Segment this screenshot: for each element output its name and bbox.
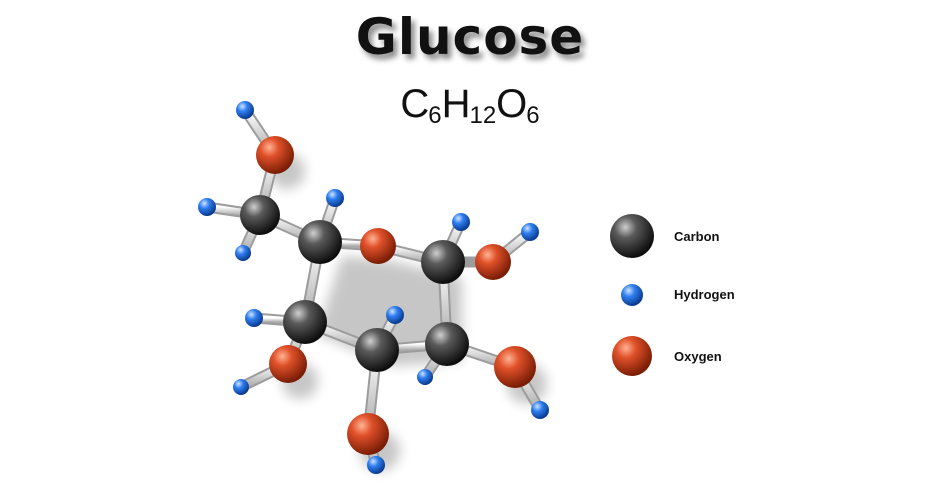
hydrogen-atom bbox=[531, 401, 549, 419]
hydrogen-atom bbox=[521, 223, 539, 241]
formula-element-o: O bbox=[496, 82, 527, 126]
oxygen-atom bbox=[475, 244, 511, 280]
hydrogen-atom bbox=[198, 198, 216, 216]
formula-subscript-c: 6 bbox=[428, 102, 442, 129]
oxygen-atom bbox=[494, 346, 536, 388]
formula-subscript-o: 6 bbox=[526, 102, 540, 129]
legend-oxygen-swatch bbox=[612, 336, 652, 376]
legend-label-oxygen: Oxygen bbox=[674, 349, 722, 364]
molecule-title: Glucose bbox=[355, 8, 585, 66]
legend-carbon-swatch bbox=[610, 214, 654, 258]
hydrogen-atom bbox=[367, 456, 385, 474]
legend-label-carbon: Carbon bbox=[674, 229, 720, 244]
carbon-atom bbox=[421, 240, 465, 284]
hydrogen-atom bbox=[417, 369, 433, 385]
carbon-atom bbox=[425, 322, 469, 366]
atoms bbox=[198, 101, 549, 474]
oxygen-atom bbox=[360, 228, 396, 264]
legend-hydrogen-swatch bbox=[621, 284, 643, 306]
formula-element-h: H bbox=[441, 82, 471, 126]
hydrogen-atom bbox=[245, 309, 263, 327]
legend bbox=[610, 214, 654, 376]
hydrogen-atom bbox=[386, 306, 404, 324]
oxygen-atom bbox=[347, 413, 389, 455]
legend-label-hydrogen: Hydrogen bbox=[674, 287, 735, 302]
oxygen-atom bbox=[256, 136, 294, 174]
carbon-atom bbox=[240, 195, 280, 235]
hydrogen-atom bbox=[326, 189, 344, 207]
hydrogen-atom bbox=[233, 379, 249, 395]
carbon-atom bbox=[298, 220, 342, 264]
carbon-atom bbox=[355, 328, 399, 372]
formula-subscript-h: 12 bbox=[469, 102, 497, 129]
hydrogen-atom bbox=[235, 245, 251, 261]
hydrogen-atom bbox=[236, 101, 254, 119]
oxygen-atom bbox=[269, 345, 307, 383]
formula-element-c: C bbox=[400, 82, 429, 126]
carbon-atom bbox=[283, 300, 327, 344]
hydrogen-atom bbox=[452, 213, 470, 231]
chemical-formula: C6H12O6 bbox=[0, 82, 940, 130]
